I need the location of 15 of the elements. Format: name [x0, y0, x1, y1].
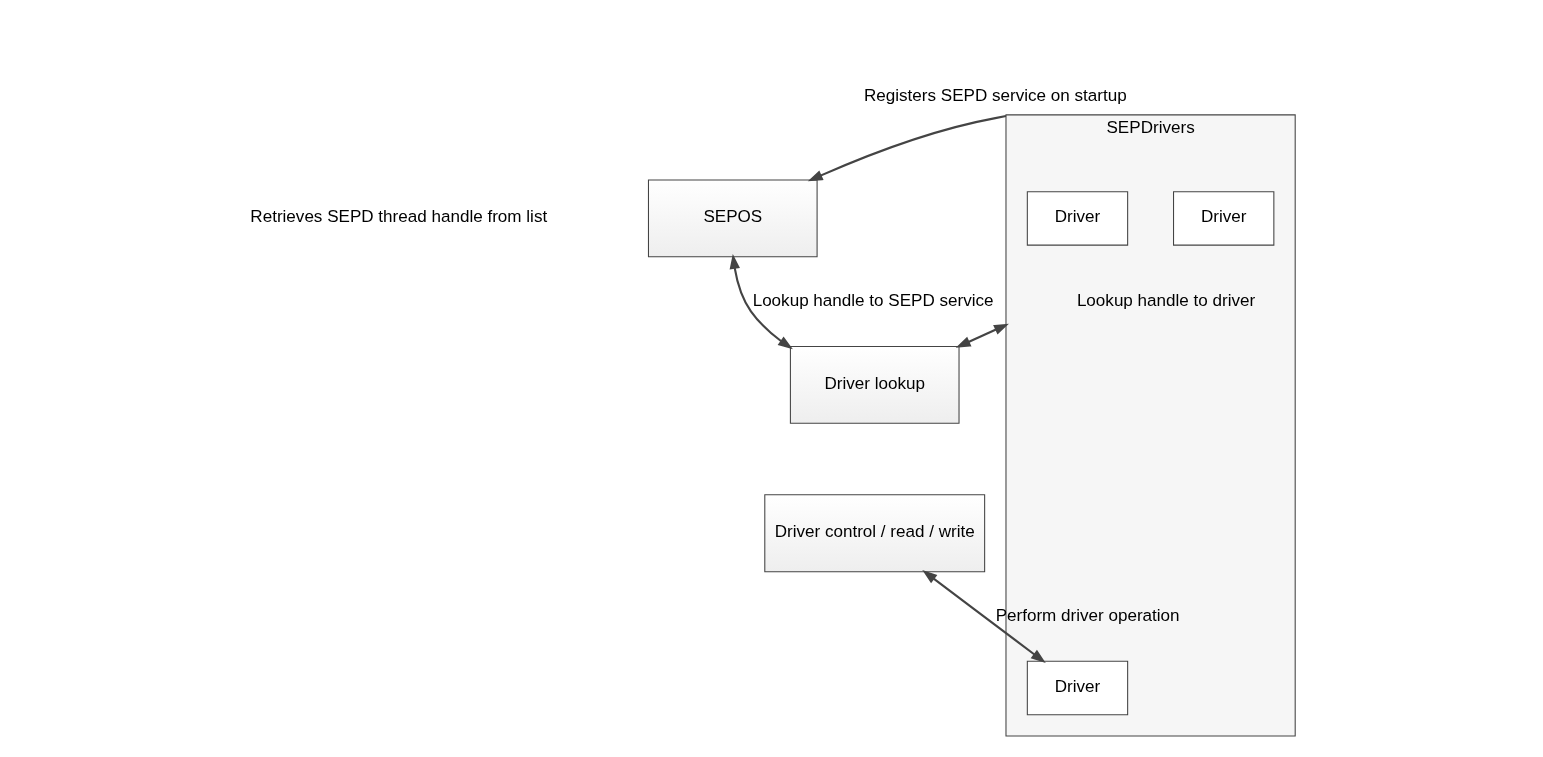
label: Retrieves SEPD thread handle from list: [249, 207, 547, 227]
arrow: [807, 114, 1006, 182]
node-box: Driver control / read / write: [763, 494, 985, 573]
arrow: [921, 570, 1046, 664]
node-box: SEPOS: [647, 179, 818, 258]
arrow: [955, 323, 1009, 348]
node-box: Driver: [1026, 660, 1128, 716]
arrow: [729, 253, 793, 350]
edge-label: Lookup handle to driver: [1076, 290, 1255, 310]
node-box: Driver: [1172, 191, 1274, 246]
edge-label: Lookup handle to SEPD service: [752, 290, 994, 310]
edge-label: Perform driver operation: [995, 605, 1180, 625]
edge-label: Registers SEPD service on startup: [863, 85, 1127, 105]
node-box: Driver: [1026, 191, 1128, 246]
node-box: Driver lookup: [789, 345, 960, 424]
